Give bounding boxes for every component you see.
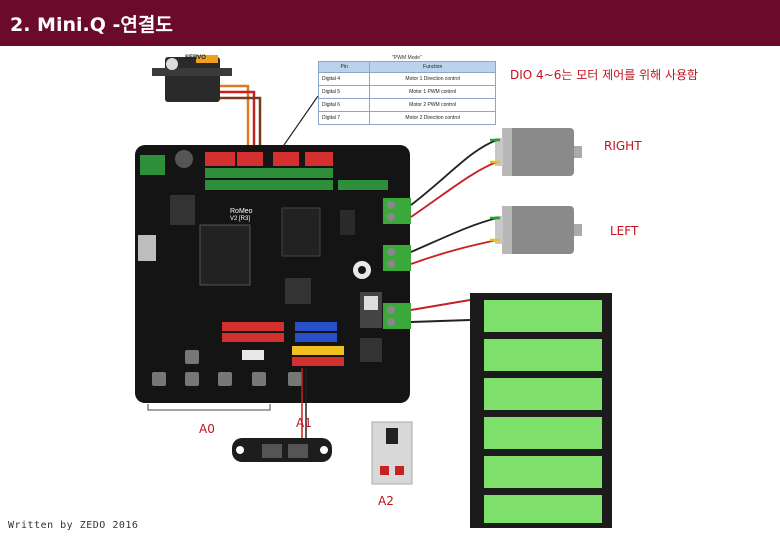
motor-wires [410,138,500,323]
function-cell: Motor 1 PWM control [369,85,496,99]
pin-table-header-pin: Pin [317,61,371,73]
pin-cell: Digital 7 [317,111,371,125]
sensor-a0-label: A0 [199,422,215,436]
servo-wires [220,84,262,160]
ir-sensor [371,421,413,485]
right-motor [495,128,582,176]
table-row: Digital 5 Motor 1 PWM control [317,85,496,99]
battery-pack [470,293,612,528]
pin-cell: Digital 5 [317,85,371,99]
left-motor [495,206,582,254]
function-cell: Motor 2 Direction control [369,111,496,125]
board-model-label: V2 [R3] [230,216,251,222]
dio-note-label: DIO 4~6는 모터 제어를 위해 사용함 [510,68,699,82]
left-motor-label: LEFT [610,224,639,238]
sensor-a2-label: A2 [378,494,394,508]
pin-cell: Digital 4 [317,72,371,86]
function-cell: Motor 2 PWM control [369,98,496,112]
title-bar: 2. Mini.Q -연결도 [0,0,780,46]
function-cell: Motor 1 Direction control [369,72,496,86]
table-row: Digital 6 Motor 2 PWM control [317,98,496,112]
pin-table-header-function: Function [369,61,496,73]
servo-label: SERVO [185,55,206,61]
footer-credit: Written by ZEDO 2016 [8,520,139,531]
table-row: Digital 7 Motor 2 Direction control [317,111,496,125]
pin-cell: Digital 6 [317,98,371,112]
romeo-board [135,145,411,403]
right-motor-label: RIGHT [604,139,642,153]
pin-table-caption: "PWM Mode" [392,55,422,61]
page-title: 2. Mini.Q -연결도 [10,14,173,36]
distance-sensor [232,438,332,462]
table-row: Digital 4 Motor 1 Direction control [317,72,496,86]
servo-motor [152,55,232,102]
sensor-a1-label: A1 [296,416,312,430]
board-brand-label: RoMeo [230,208,253,215]
pin-function-table: "PWM Mode" Pin Function Digital 4 Motor … [317,55,496,125]
